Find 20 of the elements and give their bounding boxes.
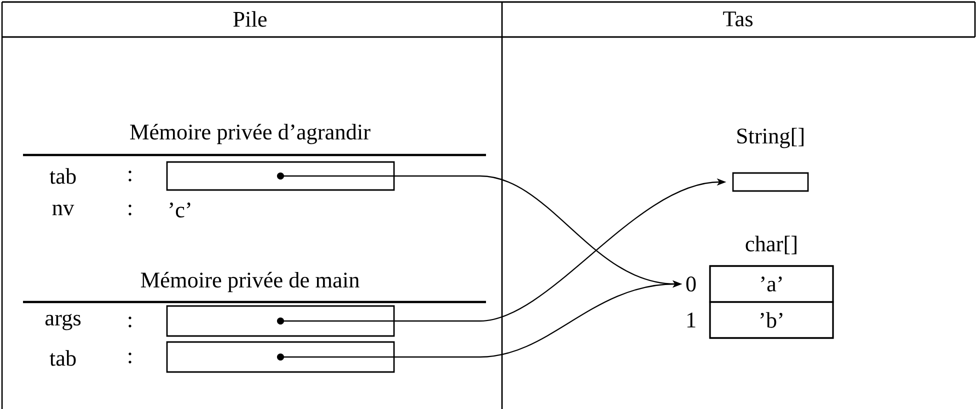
pointer-box bbox=[166, 161, 395, 191]
frame-title: Mémoire privée de main bbox=[140, 272, 360, 292]
colon: : bbox=[128, 316, 132, 328]
index-label: 1 bbox=[687, 312, 696, 328]
variable-name: args bbox=[45, 314, 81, 330]
pointer-box bbox=[166, 305, 395, 337]
variable-name: tab bbox=[50, 168, 76, 184]
colon: : bbox=[128, 204, 132, 216]
array-heading: char[] bbox=[746, 236, 796, 254]
variable-name: tab bbox=[50, 350, 76, 366]
variable-name: nv bbox=[52, 204, 74, 216]
colon: : bbox=[128, 170, 132, 182]
index-label: 0 bbox=[686, 276, 696, 292]
pointer-box bbox=[166, 341, 395, 373]
array-cell: ’a’ bbox=[709, 265, 834, 303]
colon: : bbox=[128, 352, 132, 364]
array-heading: String[] bbox=[737, 128, 804, 148]
column-header: Tas bbox=[723, 12, 753, 26]
array-cell: ’b’ bbox=[709, 301, 834, 339]
column-header: Pile bbox=[233, 11, 267, 27]
